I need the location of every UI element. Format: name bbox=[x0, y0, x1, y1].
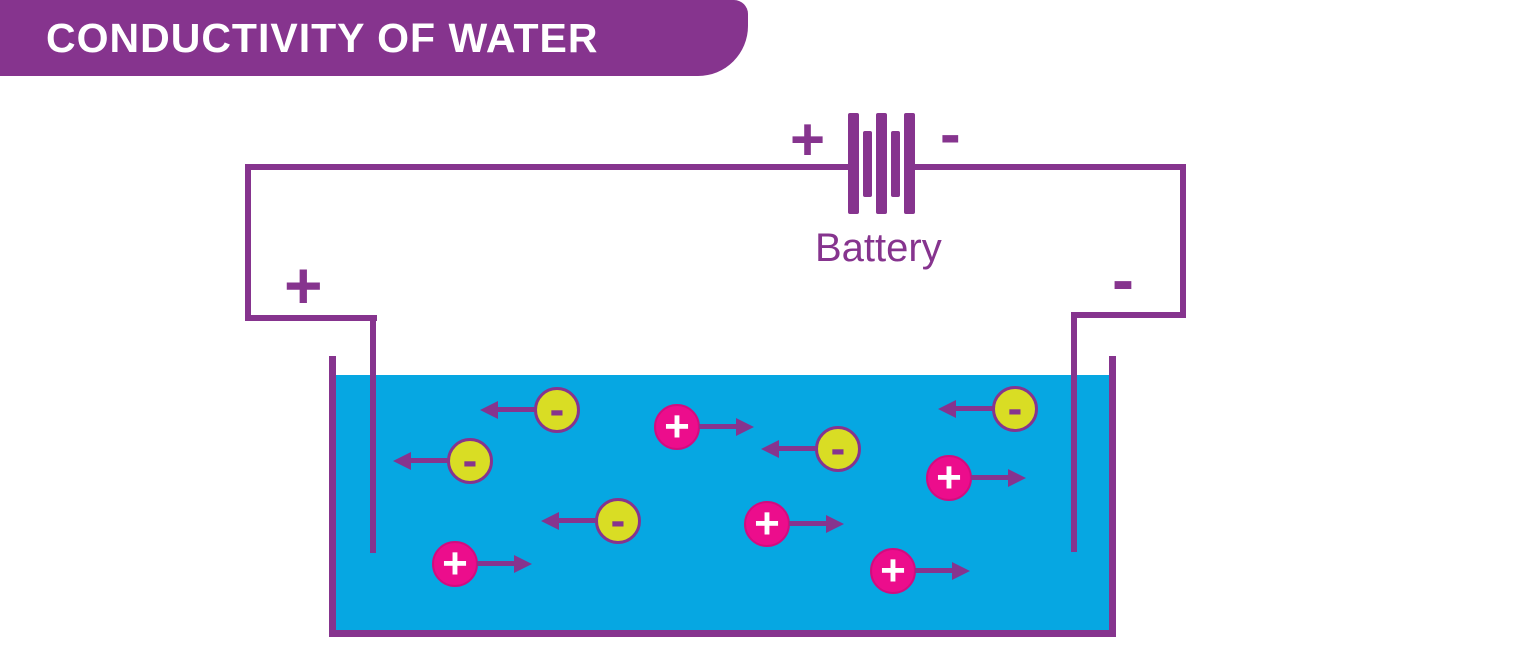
ion-arrow-head-left bbox=[393, 452, 411, 470]
battery-plate-short-2 bbox=[891, 131, 900, 197]
negative-ion: - bbox=[447, 438, 493, 484]
ion-arrow-shaft bbox=[971, 475, 1008, 480]
ion-charge-label: - bbox=[830, 424, 846, 473]
tank-left-wall bbox=[329, 356, 336, 637]
ion-charge-label: - bbox=[1007, 384, 1023, 433]
battery-negative-sign: - bbox=[940, 100, 961, 169]
ion-charge-label: + bbox=[754, 499, 780, 548]
ion-arrow-head-left bbox=[761, 440, 779, 458]
ion-arrow-head-right bbox=[826, 515, 844, 533]
ion-charge-label: - bbox=[549, 385, 565, 434]
wire-top-left bbox=[245, 164, 849, 170]
wire-left-vertical bbox=[245, 164, 251, 321]
ion-arrow-shaft bbox=[411, 458, 448, 463]
tank-right-wall bbox=[1109, 356, 1116, 637]
wire-right-vertical bbox=[1180, 164, 1186, 318]
ion-arrow-shaft bbox=[956, 406, 993, 411]
tank-bottom bbox=[329, 630, 1116, 637]
ion-arrow-shaft bbox=[559, 518, 596, 523]
ion-arrow-shaft bbox=[498, 407, 535, 412]
wire-left-lower bbox=[245, 315, 377, 321]
ion-charge-label: - bbox=[610, 496, 626, 545]
ion-arrow-head-right bbox=[514, 555, 532, 573]
positive-ion: + bbox=[926, 455, 972, 501]
wire-top-right bbox=[915, 164, 1186, 170]
battery-plate-long-2 bbox=[876, 113, 887, 214]
right-electrode-submerged bbox=[1071, 375, 1077, 552]
ion-arrow-shaft bbox=[779, 446, 816, 451]
water bbox=[336, 375, 1110, 631]
negative-ion: - bbox=[595, 498, 641, 544]
ion-charge-label: + bbox=[442, 539, 468, 588]
battery-plate-long-3 bbox=[904, 113, 915, 214]
ion-arrow-shaft bbox=[915, 568, 952, 573]
ion-arrow-shaft bbox=[477, 561, 514, 566]
ion-arrow-shaft bbox=[789, 521, 826, 526]
left-electrode-polarity: + bbox=[284, 248, 323, 322]
ion-arrow-head-left bbox=[480, 401, 498, 419]
negative-ion: - bbox=[815, 426, 861, 472]
ion-charge-label: - bbox=[462, 436, 478, 485]
left-electrode-submerged bbox=[370, 375, 376, 553]
positive-ion: + bbox=[432, 541, 478, 587]
positive-ion: + bbox=[654, 404, 700, 450]
ion-charge-label: + bbox=[936, 453, 962, 502]
battery-positive-sign: + bbox=[790, 106, 826, 173]
ion-charge-label: + bbox=[880, 546, 906, 595]
positive-ion: + bbox=[744, 501, 790, 547]
battery-plate-short-1 bbox=[863, 131, 872, 197]
ion-arrow-head-left bbox=[938, 400, 956, 418]
ion-arrow-head-right bbox=[952, 562, 970, 580]
right-electrode-polarity: - bbox=[1112, 242, 1134, 316]
title-banner: CONDUCTIVITY OF WATER bbox=[0, 0, 748, 76]
ion-charge-label: + bbox=[664, 402, 690, 451]
battery-label: Battery bbox=[815, 226, 942, 270]
wire-right-lower bbox=[1071, 312, 1186, 318]
page-title: CONDUCTIVITY OF WATER bbox=[46, 14, 599, 61]
negative-ion: - bbox=[534, 387, 580, 433]
negative-ion: - bbox=[992, 386, 1038, 432]
ion-arrow-head-right bbox=[1008, 469, 1026, 487]
positive-ion: + bbox=[870, 548, 916, 594]
ion-arrow-head-left bbox=[541, 512, 559, 530]
ion-arrow-head-right bbox=[736, 418, 754, 436]
battery-plate-long-1 bbox=[848, 113, 859, 214]
ion-arrow-shaft bbox=[699, 424, 736, 429]
